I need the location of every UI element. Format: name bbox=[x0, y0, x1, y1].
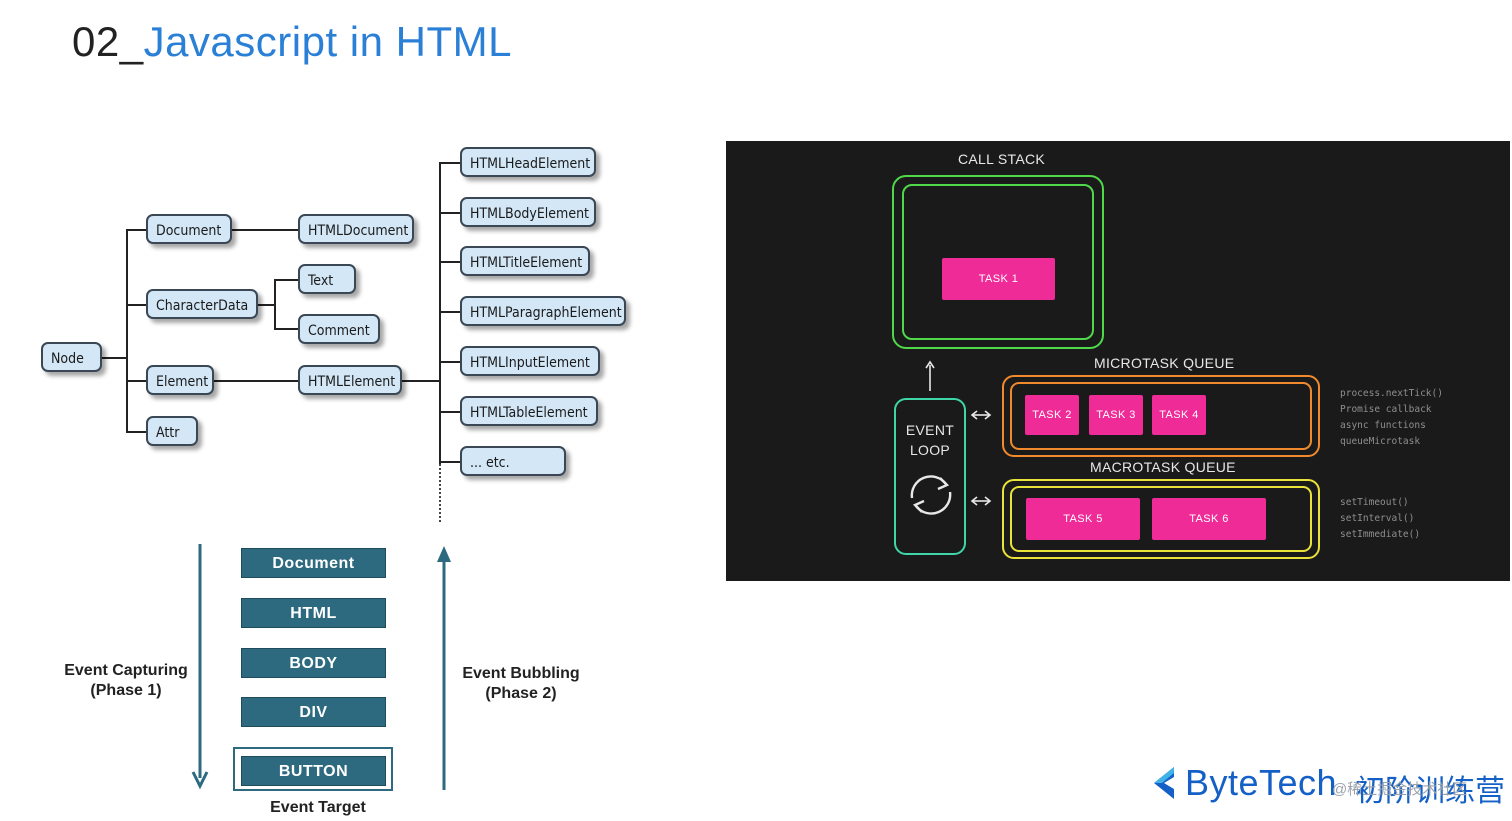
tree-line bbox=[126, 380, 146, 382]
tree-node-htmlparagraphelement: HTMLParagraphElement bbox=[460, 296, 626, 326]
tree-line-dotted bbox=[439, 464, 441, 522]
tree-node-node: Node bbox=[41, 342, 102, 372]
microtask-api-list: process.nextTick() Promise callback asyn… bbox=[1340, 386, 1443, 450]
task-1: TASK 1 bbox=[942, 258, 1055, 300]
capturing-arrow bbox=[191, 544, 209, 790]
layer-div: DIV bbox=[241, 697, 386, 727]
microtask-queue-label: MICROTASK QUEUE bbox=[1094, 355, 1235, 371]
event-loop-label: EVENT LOOP bbox=[894, 420, 966, 460]
macrotask-queue-inner bbox=[1010, 486, 1312, 552]
tree-line bbox=[126, 431, 146, 433]
tree-line bbox=[126, 229, 146, 231]
macrotask-queue-outer bbox=[1002, 479, 1320, 559]
slide-number: 02_ bbox=[72, 18, 144, 65]
macrotask-queue-label: MACROTASK QUEUE bbox=[1090, 459, 1236, 475]
tree-line bbox=[439, 461, 460, 463]
tree-node-htmltitleelement: HTMLTitleElement bbox=[460, 246, 590, 276]
micro-double-arrow bbox=[970, 410, 992, 420]
tree-node-htmlheadelement: HTMLHeadElement bbox=[460, 147, 596, 177]
tree-node-document: Document bbox=[146, 214, 232, 244]
tree-line bbox=[274, 279, 298, 281]
layer-document: Document bbox=[241, 548, 386, 578]
event-loop-box bbox=[894, 398, 966, 555]
tree-line bbox=[439, 361, 460, 363]
capturing-label-line2: (Phase 1) bbox=[90, 682, 162, 699]
call-stack-inner bbox=[902, 184, 1094, 340]
tree-node-element: Element bbox=[146, 365, 214, 395]
refresh-icon bbox=[910, 475, 952, 515]
macrotask-api-list: setTimeout() setInterval() setImmediate(… bbox=[1340, 495, 1420, 543]
micro-api-item: async functions bbox=[1340, 420, 1426, 431]
bubbling-label-line1: Event Bubbling bbox=[462, 665, 580, 682]
task-6: TASK 6 bbox=[1152, 498, 1266, 540]
tree-line bbox=[439, 212, 460, 214]
tree-node-attr: Attr bbox=[146, 416, 198, 446]
tree-line bbox=[232, 229, 298, 231]
bubbling-label: Event Bubbling (Phase 2) bbox=[446, 664, 596, 704]
microtask-queue-outer bbox=[1002, 375, 1320, 457]
capturing-label-line1: Event Capturing bbox=[64, 662, 188, 679]
tree-node-htmldocument: HTMLDocument bbox=[298, 214, 414, 244]
call-stack-label: CALL STACK bbox=[958, 151, 1046, 167]
macro-api-item: setInterval() bbox=[1340, 513, 1415, 524]
brand-name: ByteTech bbox=[1185, 762, 1338, 803]
tree-node-htmlelement: HTMLElement bbox=[298, 365, 402, 395]
macro-api-item: setTimeout() bbox=[1340, 497, 1409, 508]
tree-line bbox=[439, 311, 460, 313]
tree-node-comment: Comment bbox=[298, 314, 380, 344]
task-5: TASK 5 bbox=[1026, 498, 1140, 540]
task-4: TASK 4 bbox=[1152, 395, 1206, 435]
tree-line bbox=[439, 162, 460, 164]
micro-api-item: process.nextTick() bbox=[1340, 388, 1443, 399]
event-loop-label-line1: EVENT bbox=[905, 422, 955, 438]
tree-node-etc: ... etc. bbox=[460, 446, 566, 476]
tree-node-htmlinputelement: HTMLInputElement bbox=[460, 346, 600, 376]
tree-line bbox=[274, 279, 276, 330]
macro-double-arrow bbox=[970, 496, 992, 506]
tree-node-htmlbodyelement: HTMLBodyElement bbox=[460, 197, 596, 227]
bubbling-label-line2: (Phase 2) bbox=[485, 685, 557, 702]
call-stack-outer bbox=[892, 175, 1104, 349]
event-loop-label-line2: LOOP bbox=[909, 442, 951, 458]
tree-line bbox=[214, 380, 298, 382]
layer-button: BUTTON bbox=[241, 756, 386, 786]
event-target-frame bbox=[233, 747, 393, 791]
micro-api-item: queueMicrotask bbox=[1340, 436, 1421, 447]
tree-line bbox=[439, 411, 460, 413]
up-arrow bbox=[925, 360, 935, 391]
macro-api-item: setImmediate() bbox=[1340, 529, 1421, 540]
event-target-label: Event Target bbox=[270, 799, 366, 816]
slide-title-text: Javascript in HTML bbox=[143, 18, 512, 65]
event-loop-panel: CALL STACK TASK 1 EVENT LOOP MICROTASK Q… bbox=[726, 141, 1510, 581]
task-3: TASK 3 bbox=[1089, 395, 1143, 435]
bytetech-logo-icon bbox=[1154, 767, 1174, 799]
capturing-label: Event Capturing (Phase 1) bbox=[50, 661, 202, 701]
task-2: TASK 2 bbox=[1025, 395, 1079, 435]
micro-api-item: Promise callback bbox=[1340, 404, 1432, 415]
layer-body: BODY bbox=[241, 648, 386, 678]
tree-line bbox=[439, 162, 441, 464]
watermark: @稀土掘金技术社区 bbox=[1332, 781, 1468, 798]
tree-line bbox=[258, 304, 274, 306]
tree-node-htmltableelement: HTMLTableElement bbox=[460, 396, 598, 426]
tree-line bbox=[126, 304, 146, 306]
slide-title: 02_Javascript in HTML bbox=[72, 18, 512, 66]
layer-html: HTML bbox=[241, 598, 386, 628]
tree-line bbox=[402, 380, 440, 382]
tree-line bbox=[126, 229, 128, 433]
tree-line bbox=[274, 328, 298, 330]
bubbling-arrow bbox=[437, 546, 451, 790]
tree-line bbox=[102, 357, 126, 359]
tree-node-text: Text bbox=[298, 264, 356, 294]
tree-node-characterdata: CharacterData bbox=[146, 289, 258, 319]
tree-line bbox=[439, 261, 460, 263]
brand-cn: 初阶训练营 bbox=[1355, 775, 1505, 808]
microtask-queue-inner bbox=[1010, 382, 1312, 450]
